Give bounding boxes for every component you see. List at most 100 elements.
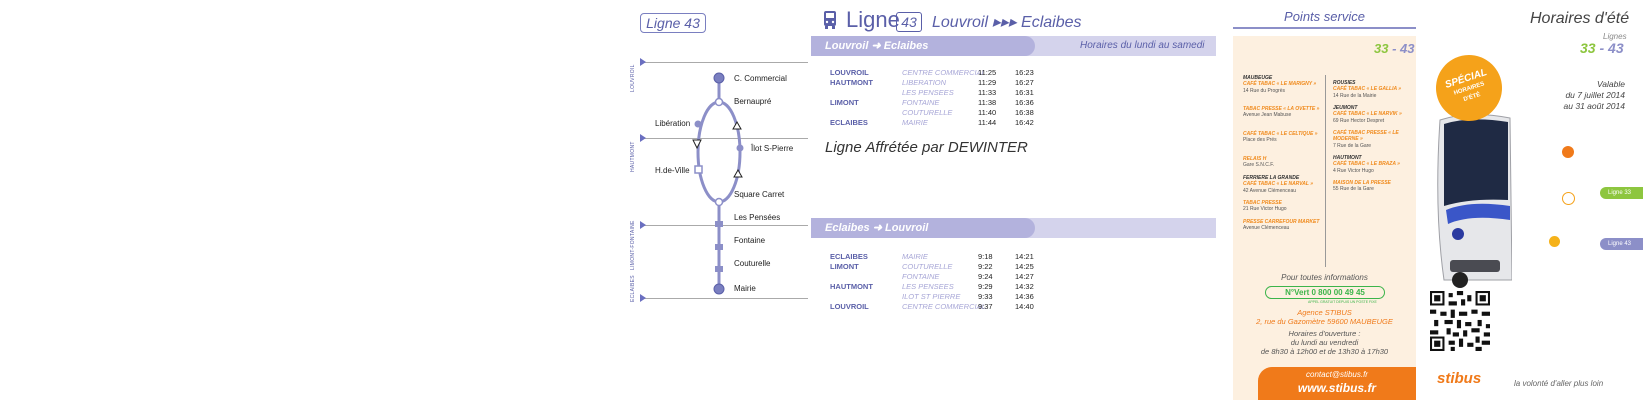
stibus-logo: stibus [1437,370,1482,387]
departure-time: 11:33 [978,88,997,97]
shop-name: CAFÉ TABAC « LE GALLIA » [1333,86,1402,93]
shop-name: PRESSE CARREFOUR MARKET [1243,219,1320,225]
shop-name: CAFÉ TABAC « LE BRAZA » [1333,161,1400,168]
service-days: Horaires du lundi au samedi [1080,40,1205,51]
departure-time: 9:24 [978,272,993,281]
town-name: LIMONT [830,98,859,107]
departure-time: 9:18 [978,252,993,261]
line-33-label: 33 [1580,40,1596,56]
town-name: HAUTMONT [1333,155,1362,161]
point-of-sale: CAFÉ TABAC PRESSE « LE MODERNE »7 Rue de… [1333,130,1405,149]
tab-ligne-33[interactable]: Ligne 33 [1600,187,1643,199]
divider [1233,27,1416,29]
shop-address: 21 Rue Victor Hugo [1243,206,1287,213]
hours-times: de 8h30 à 12h00 et de 13h30 à 17h30 [1260,347,1389,356]
separator: - [1388,41,1401,56]
departure-time: 14:25 [1015,262,1034,271]
zone-separator [640,298,808,299]
town-name: MAUBEUGE [1243,75,1273,81]
shop-address: Place des Prés [1243,137,1277,144]
phone-number[interactable]: N°Vert 0 800 00 49 45 [1265,286,1385,299]
direction-header: Louvroil ➜ Eclaibes [811,36,1035,56]
line-43-label: 43 [1400,41,1415,56]
shop-address: 14 Rue du Progrès [1243,87,1285,94]
town-name: HAUTMONT [830,78,873,87]
points-service-title: Points service [1284,9,1365,24]
departure-time: 9:33 [978,292,993,301]
departure-time: 14:27 [1015,272,1034,281]
hours-title: Horaires d'ouverture : [1288,329,1361,338]
bus-illustration [1437,113,1512,288]
website-link[interactable]: www.stibus.fr [1297,381,1377,395]
zone-separator [640,62,808,63]
shop-name: TABAC PRESSE « LA OVETTE » [1243,106,1320,112]
stop-name: CENTRE COMMERCIAL [902,68,986,77]
shop-address: 55 Rue de la Gare [1333,186,1374,193]
decor-dot [1562,146,1574,158]
town-name: LOUVROIL [830,68,869,77]
stop-name: CENTRE COMMERCIAL [902,302,986,311]
departure-time: 11:44 [978,118,997,127]
departure-time: 16:38 [1015,108,1034,117]
contact-email[interactable]: contact@stibus.fr [1306,370,1368,379]
departure-time: 9:37 [978,302,993,311]
shop-name: CAFÉ TABAC PRESSE « LE MODERNE » [1333,130,1399,143]
stop-name: ILOT ST PIERRE [902,292,961,301]
stop-name: COUTURELLE [902,262,953,271]
phone-note: APPEL GRATUIT DEPUIS UN POSTE FIXE [1308,300,1377,304]
town-name: FERRIERE LA GRANDE [1243,175,1300,181]
departure-time: 14:40 [1015,302,1034,311]
stop-name: LIBERATION [902,78,947,87]
zone-label: LOUVROIL [630,64,636,92]
stop-label: Bernaupré [734,97,772,106]
stop-name: FONTAINE [902,98,940,107]
shop-name: CAFÉ TABAC « LE CELTIQUE » [1243,131,1318,137]
stop-name: FONTAINE [902,272,940,281]
line-33-label: 33 [1374,41,1389,56]
town-name: ECLAIBES [830,252,868,261]
validity-to: au 31 août 2014 [1563,101,1625,111]
points-service-lines: 33 - 43 [1374,41,1415,56]
route-title: Louvroil ▸▸▸ Eclaibes [932,14,1082,31]
shop-name: CAFÉ TABAC « LE NARVAL » [1243,181,1314,188]
shop-name: CAFÉ TABAC « LE MARIGNY » [1243,81,1317,88]
decor-dot [1549,236,1560,247]
stop-label: Libération [655,119,691,128]
zone-label: LIMONT-FONTAINE [630,220,636,270]
departure-time: 9:29 [978,282,993,291]
direction-header: Eclaibes ➜ Louvroil [811,218,1035,238]
stop-name: COUTURELLE [902,108,953,117]
departure-time: 16:27 [1015,78,1034,87]
stop-label: Mairie [734,284,756,293]
shop-address: Avenue Jean Mabuse [1243,112,1292,119]
point-of-sale: CAFÉ TABAC « LE CELTIQUE »Place des Prés [1243,131,1323,144]
town-name: LIMONT [830,262,859,271]
departure-time: 14:32 [1015,282,1034,291]
shop-address: 4 Rue Victor Hugo [1333,167,1374,174]
agency-address: 2, rue du Gazomètre 59600 MAUBEUGE [1256,317,1393,326]
shop-name: MAISON DE LA PRESSE [1333,180,1391,186]
stop-name: LES PENSEES [902,88,954,97]
stop-label: C. Commercial [734,74,787,83]
stop-name: MAIRIE [902,252,928,261]
departure-time: 11:38 [978,98,997,107]
point-of-sale: TABAC PRESSE « LA OVETTE »Avenue Jean Ma… [1243,106,1323,119]
tab-ligne-43[interactable]: Ligne 43 [1600,238,1643,250]
line-number-badge: 43 [896,12,922,32]
operator-note: Ligne Affrétée par DEWINTER [825,139,1028,156]
departure-time: 11:40 [978,108,997,117]
zone-arrow-icon [640,58,646,66]
stop-label: Îlot S-Pierre [751,144,794,153]
shop-address: 69 Rue Hector Despret [1333,117,1385,124]
shop-name: CAFÉ TABAC « LE NARVIK » [1333,111,1402,118]
stop-label: Les Pensées [734,213,781,222]
departure-time: 14:36 [1015,292,1034,301]
departure-time: 14:21 [1015,252,1034,261]
stop-name: LES PENSEES [902,282,954,291]
qr-code [1430,291,1490,351]
